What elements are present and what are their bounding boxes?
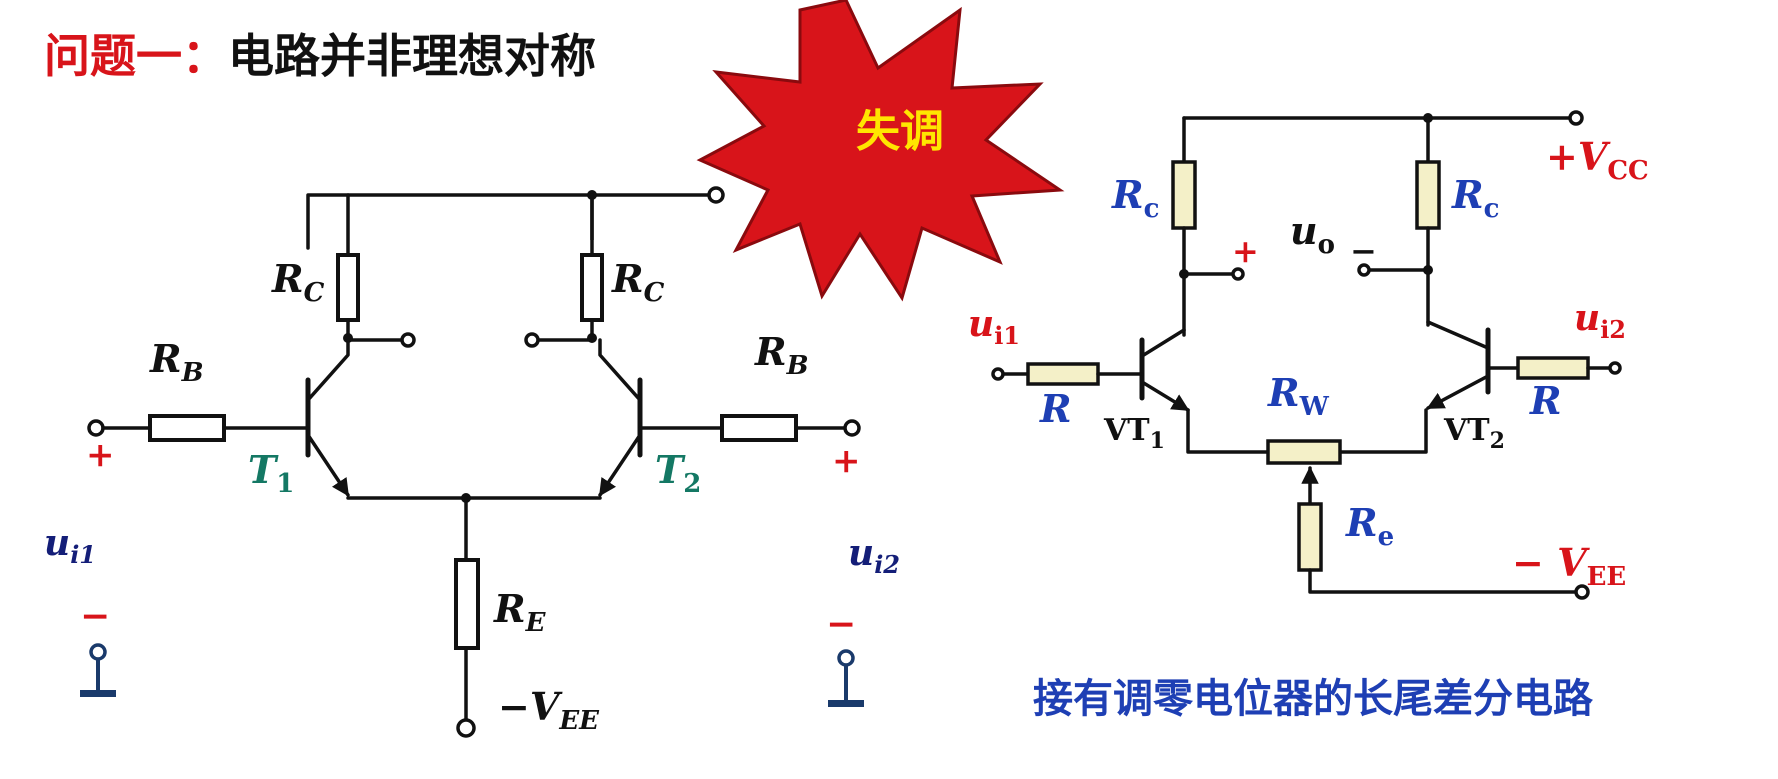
right-rc1-label: Rc (1111, 172, 1159, 224)
burst-text: 失调 (856, 106, 944, 157)
right-uo-label: uo (1290, 208, 1335, 260)
right-ui2-label: ui2 (1574, 297, 1626, 344)
left-junction-c1 (343, 333, 353, 343)
left-re-label: RE (493, 586, 547, 638)
right-out-minus-sign: − (1350, 232, 1377, 270)
right-r2-body (1516, 356, 1590, 380)
right-rc1-body (1171, 160, 1197, 230)
right-labels: +VCC Rc Rc uo + − ui1 ui2 R R VT1 VT2 RW… (968, 134, 1649, 592)
header-title: 问题一：电路并非理想对称 (44, 29, 596, 83)
right-r2-label: R (1529, 378, 1562, 423)
left-rc2-body (580, 253, 604, 322)
right-vcc-label: +VCC (1546, 134, 1649, 186)
header-prefix: 问题一： (44, 29, 228, 83)
right-vt2-e-wire (1338, 408, 1428, 454)
left-rc1-body (336, 253, 360, 322)
left-vcc-rail (306, 193, 714, 250)
right-vcc-terminal (1568, 110, 1584, 126)
left-ground-2 (828, 649, 864, 707)
left-rc1-label: RC (271, 256, 325, 308)
left-in1-terminal (87, 419, 105, 437)
caption: 接有调零电位器的长尾差分电路 (1033, 676, 1594, 722)
left-t1-label: T1 (248, 447, 294, 499)
left-t1-emitter (306, 433, 350, 497)
right-re-body (1297, 502, 1323, 572)
right-rc2-body (1415, 160, 1441, 230)
right-re-label: Re (1345, 500, 1394, 552)
right-out-minus-terminal (1357, 263, 1371, 277)
right-rw-label: RW (1267, 370, 1330, 422)
left-junction-c2 (587, 333, 597, 343)
left-minus-1: − (80, 595, 110, 637)
header-title-text: 电路并非理想对称 (228, 29, 596, 83)
left-plus-2: + (832, 441, 861, 481)
left-plus-1: + (86, 435, 115, 475)
right-vt1-emitter (1140, 380, 1190, 412)
left-in2-terminal (843, 419, 861, 437)
left-minus-2: − (826, 603, 856, 645)
left-re-body (454, 558, 480, 650)
left-rb1-label: RB (149, 336, 204, 388)
detuning-burst: 失调 (696, 0, 1065, 302)
right-vt1-collector (1140, 328, 1186, 358)
right-rw-body (1266, 439, 1342, 465)
right-vt2-emitter (1426, 374, 1490, 410)
right-ui1-label: ui1 (968, 303, 1020, 350)
right-vee-terminal (1574, 584, 1590, 600)
right-circuit (991, 110, 1622, 600)
left-t2-label: T2 (655, 447, 701, 499)
left-vee-label: −VEE (498, 684, 600, 736)
left-rb2-label: RB (754, 329, 809, 381)
left-rb2-body (720, 414, 798, 442)
left-t2-collector (598, 338, 642, 402)
left-rc2-label: RC (611, 256, 665, 308)
right-in2-terminal (1608, 361, 1622, 375)
left-rb1-body (148, 414, 226, 442)
right-vt2-collector (1426, 320, 1490, 350)
left-ui1-label: ui1 (44, 522, 96, 569)
left-t2-emitter (598, 433, 642, 497)
left-ui2-label: ui2 (848, 532, 900, 579)
left-circuit-main (80, 193, 864, 738)
left-t1-collector (306, 338, 350, 402)
left-vcc-terminal (707, 186, 725, 204)
right-out-plus-terminal (1231, 267, 1245, 281)
left-out1-terminal (400, 332, 416, 348)
right-r1-label: R (1039, 386, 1072, 431)
left-ground-1 (80, 643, 116, 697)
right-r1-body (1026, 362, 1100, 386)
burst-shape (696, 0, 1065, 302)
right-vee-label: − VEE (1512, 540, 1626, 592)
right-rc2-label: Rc (1451, 172, 1499, 224)
right-vt1-label: VT1 (1103, 413, 1165, 454)
left-vee-terminal (456, 718, 476, 738)
right-vt2-label: VT2 (1443, 413, 1505, 454)
right-vee-wire (1308, 568, 1578, 594)
right-vt1-e-wire (1186, 408, 1270, 454)
right-out-plus-sign: + (1232, 232, 1259, 270)
left-out2-terminal (524, 332, 540, 348)
